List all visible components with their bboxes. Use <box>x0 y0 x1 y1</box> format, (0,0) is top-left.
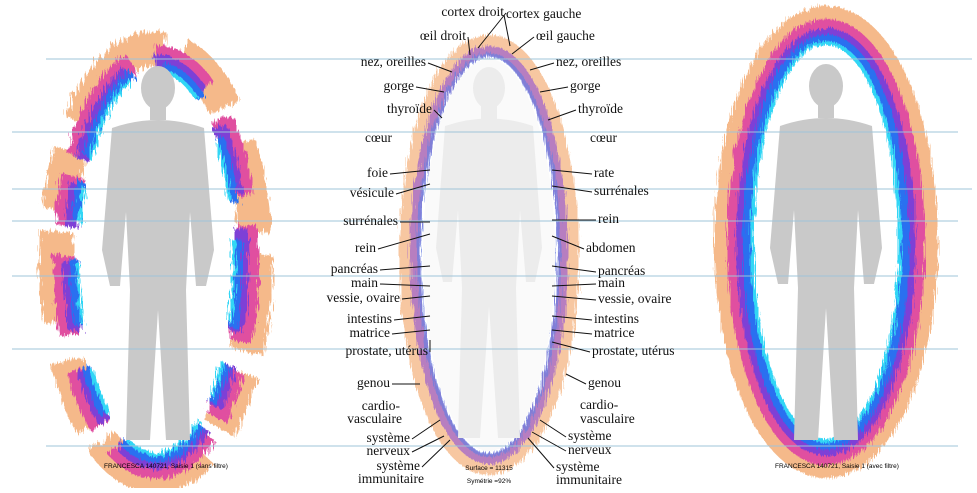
right-organ-label: gorge <box>570 79 601 92</box>
right-aura-panel: FRANCESCA 140721, Saisie 1 (avec filtre) <box>728 20 924 470</box>
left-organ-label: surrénales <box>343 214 398 227</box>
right-organ-label: intestins <box>594 312 639 325</box>
left-organ-label: nerveux <box>367 444 410 457</box>
right-organ-label: système <box>568 429 612 442</box>
right-organ-label: prostate, utérus <box>592 344 674 357</box>
right-organ-label: œil gauche <box>536 29 595 42</box>
left-organ-label: immunitaire <box>358 472 424 485</box>
right-organ-label: vasculaire <box>580 412 635 425</box>
left-organ-label: vessie, ovaire <box>327 291 400 304</box>
left-organ-label: cœur <box>365 131 392 144</box>
left-organ-label: cortex droit <box>441 5 504 18</box>
left-organ-label: nez, oreilles <box>361 55 426 68</box>
left-organ-label: vasculaire <box>347 412 402 425</box>
left-organ-label: intestins <box>347 312 392 325</box>
right-organ-label: cortex gauche <box>506 7 581 20</box>
right-organ-label: surrénales <box>594 184 649 197</box>
center-aura-panel: Surface = 11315 Symétrie =92% <box>409 45 569 485</box>
right-caption: FRANCESCA 140721, Saisie 1 (avec filtre) <box>775 463 899 470</box>
right-organ-label: nez, oreilles <box>556 55 621 68</box>
left-caption: FRANCESCA 140721, Saisie 1 (sans filtre) <box>104 463 228 470</box>
leader-line <box>412 436 444 452</box>
left-organ-label: main <box>351 276 378 289</box>
left-organ-label: rein <box>355 241 376 254</box>
left-organ-label: genou <box>357 376 390 389</box>
left-aura-panel: FRANCESCA 140721, Saisie 1 (sans filtre) <box>56 48 256 476</box>
leader-line <box>422 440 450 467</box>
right-organ-label: cardio- <box>580 398 618 411</box>
left-organ-label: prostate, utérus <box>346 344 428 357</box>
right-organ-label: main <box>598 276 625 289</box>
left-organ-label: pancréas <box>331 262 378 275</box>
leader-line <box>566 374 586 384</box>
right-organ-label: cœur <box>590 131 617 144</box>
left-organ-label: gorge <box>384 79 415 92</box>
left-organ-label: œil droit <box>420 29 466 42</box>
left-organ-label: vésicule <box>350 186 394 199</box>
right-organ-label: rate <box>594 166 614 179</box>
left-silhouette <box>102 66 214 440</box>
right-organ-label: nerveux <box>568 443 611 456</box>
right-organ-label: immunitaire <box>556 473 622 486</box>
left-organ-label: foie <box>367 166 388 179</box>
right-organ-label: abdomen <box>586 241 636 254</box>
right-organ-label: matrice <box>594 326 634 339</box>
right-organ-label: rein <box>598 212 619 225</box>
left-organ-label: matrice <box>350 326 390 339</box>
left-organ-label: thyroïde <box>387 102 432 115</box>
right-organ-label: vessie, ovaire <box>598 292 671 305</box>
center-symmetry: Symétrie =92% <box>467 478 511 485</box>
center-surface: Surface = 11315 <box>465 465 513 472</box>
right-organ-label: genou <box>588 376 621 389</box>
right-organ-label: thyroïde <box>578 102 623 115</box>
